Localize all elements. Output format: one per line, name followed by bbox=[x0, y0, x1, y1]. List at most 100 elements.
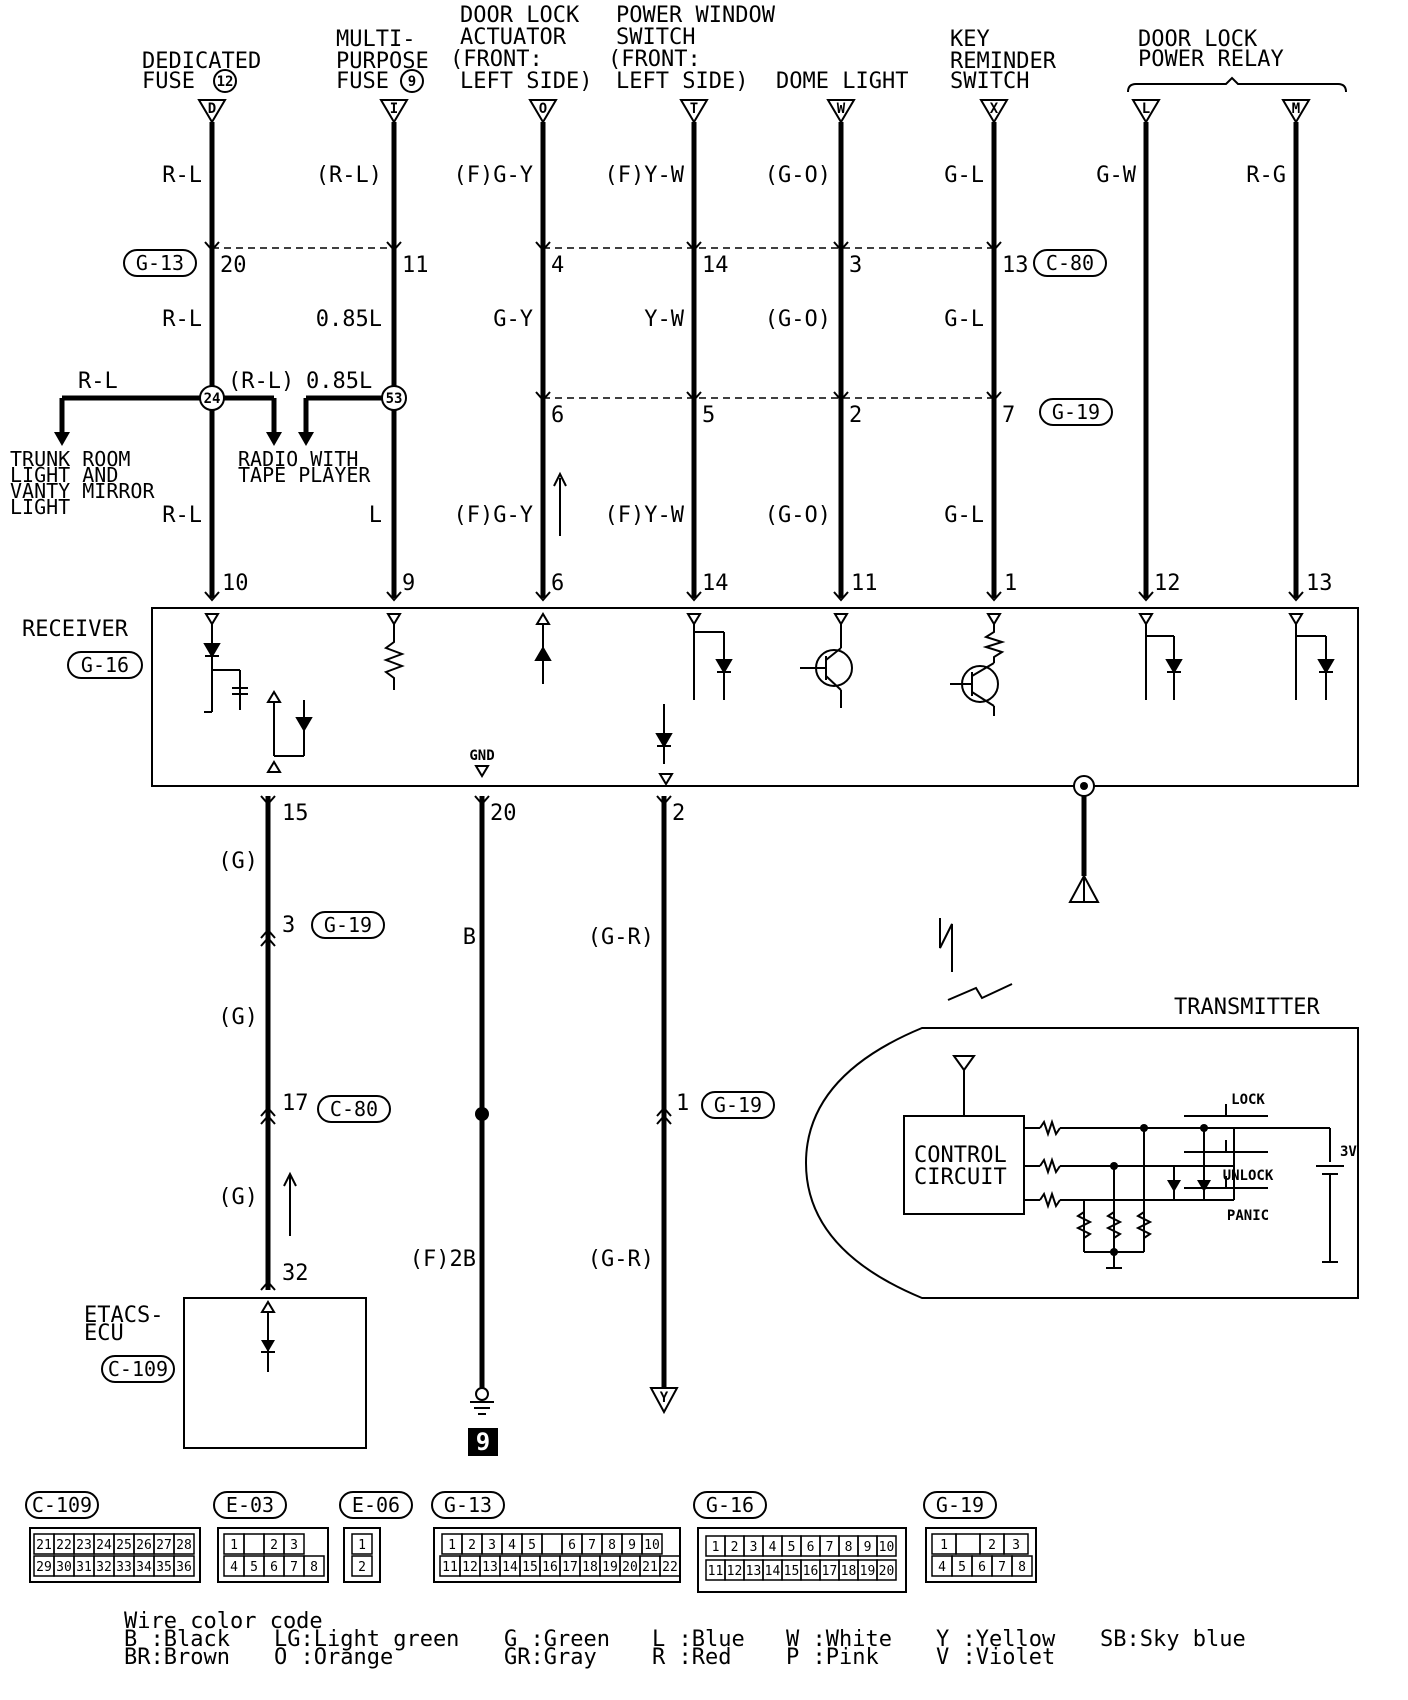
control-label-1: CONTROL bbox=[914, 1143, 1007, 1168]
wire-color: L bbox=[369, 503, 382, 528]
svg-text:Y: Y bbox=[660, 1390, 669, 1406]
top-terminals: D I O T W X L M bbox=[197, 99, 1311, 124]
connector-pin-number: 36 bbox=[176, 1560, 192, 1575]
connector-pin-number: 28 bbox=[176, 1538, 192, 1553]
lock-label: LOCK bbox=[1231, 1092, 1265, 1108]
door-lock-relay-label-1: DOOR LOCK bbox=[1138, 27, 1258, 52]
connector-pin-number: 1 bbox=[448, 1538, 456, 1553]
dome-light-label: DOME LIGHT bbox=[776, 69, 908, 94]
connector-pin-cell bbox=[173, 1533, 195, 1555]
pin-number: 6 bbox=[551, 403, 564, 428]
connector-face-c109 bbox=[29, 1527, 201, 1583]
connector-face-g13 bbox=[433, 1527, 681, 1583]
connector-pin-number: 23 bbox=[76, 1538, 92, 1553]
connector-pin-number: 12 bbox=[727, 1564, 743, 1579]
pin-number: 3 bbox=[849, 253, 862, 278]
connector-pin-number: 16 bbox=[803, 1564, 819, 1579]
connector-tag-g19 bbox=[701, 1091, 775, 1119]
pin-number: 3 bbox=[282, 913, 295, 938]
connector-pin-number: 13 bbox=[482, 1560, 498, 1575]
svg-text:X: X bbox=[990, 101, 999, 117]
wire-color: (G) bbox=[218, 1005, 258, 1030]
connector-pin-number: 14 bbox=[502, 1560, 518, 1575]
connector-pin-number: 31 bbox=[76, 1560, 92, 1575]
arrow-down bbox=[298, 432, 314, 446]
wire-color: (F)Y-W bbox=[605, 163, 685, 188]
wire-color: (G-O) bbox=[765, 163, 831, 188]
power-window-label-3: (FRONT: bbox=[608, 47, 701, 72]
connector-pin-number: 6 bbox=[270, 1560, 278, 1575]
wire-color: (G-R) bbox=[588, 1247, 654, 1272]
connector-pin-number: 33 bbox=[116, 1560, 132, 1575]
connector-pin-number: 24 bbox=[96, 1538, 112, 1553]
trunk-label-2: LIGHT AND bbox=[10, 463, 118, 487]
pin-number: 10 bbox=[222, 571, 249, 596]
connector-pin-number: 19 bbox=[602, 1560, 618, 1575]
dedicated-fuse-label-1: DEDICATED bbox=[142, 49, 261, 74]
trunk-label-3: VANTY MIRROR bbox=[10, 479, 155, 503]
pin-number: 6 bbox=[551, 571, 564, 596]
receiver-box bbox=[151, 607, 1359, 787]
connector-pin-cell bbox=[541, 1533, 563, 1555]
legend-item: GR:Gray bbox=[504, 1645, 597, 1670]
pin-number: 20 bbox=[490, 801, 517, 826]
arrow-down bbox=[266, 432, 282, 446]
connector-pin-number: 1 bbox=[940, 1538, 948, 1553]
connector-tag-g19 bbox=[311, 911, 385, 939]
connector-pin-number: 7 bbox=[290, 1560, 298, 1575]
multi-fuse-label-1: MULTI- bbox=[336, 27, 415, 52]
connector-face-e03 bbox=[217, 1527, 329, 1583]
door-lock-actuator-label-3: (FRONT: bbox=[450, 47, 543, 72]
legend-item: G :Green bbox=[504, 1627, 610, 1652]
connector-pin-number: 4 bbox=[938, 1560, 946, 1575]
etacs-box bbox=[183, 1297, 367, 1449]
connector-pin-number: 15 bbox=[522, 1560, 538, 1575]
connector-face-label: C-109 bbox=[32, 1493, 92, 1517]
terminal-o: O bbox=[528, 99, 558, 124]
top-labels: DEDICATED FUSE 12 MULTI- PURPOSE FUSE 9 … bbox=[142, 3, 1347, 94]
legend-title: Wire color code bbox=[124, 1609, 323, 1634]
gnd-label: GND bbox=[469, 748, 494, 764]
wire-color: (F)G-Y bbox=[454, 163, 533, 188]
connector-pin-number: 17 bbox=[822, 1564, 838, 1579]
connector-pin-number: 2 bbox=[468, 1538, 476, 1553]
door-lock-actuator-label-2: ACTUATOR bbox=[460, 25, 567, 50]
terminal-t: T bbox=[679, 99, 709, 124]
pin-number: 13 bbox=[1002, 253, 1029, 278]
wire-color: (R-L) bbox=[316, 163, 382, 188]
connector-tag-c109 bbox=[101, 1355, 175, 1383]
branch-wire-color: R-L bbox=[78, 369, 118, 394]
multi-fuse-label-3: FUSE bbox=[336, 69, 389, 94]
panic-label: PANIC bbox=[1227, 1208, 1269, 1224]
pin-number: 11 bbox=[402, 253, 429, 278]
svg-text:53: 53 bbox=[386, 391, 403, 407]
connector-pin-number: 1 bbox=[358, 1538, 366, 1553]
legend-item: L :Blue bbox=[652, 1627, 745, 1652]
connector-pin-cell bbox=[1003, 1533, 1029, 1555]
relay-brace bbox=[1127, 76, 1347, 93]
connector-g19: G-19 bbox=[1052, 400, 1100, 424]
connector-pin-number: 10 bbox=[879, 1540, 895, 1555]
transmitter-internals bbox=[952, 1055, 1344, 1269]
wire-color: B bbox=[463, 925, 476, 950]
legend-item: Y :Yellow bbox=[936, 1627, 1056, 1652]
wire-color: R-G bbox=[1246, 163, 1286, 188]
svg-text:I: I bbox=[390, 101, 398, 117]
legend-item: BR:Brown bbox=[124, 1645, 230, 1670]
dedicated-fuse-number: 12 bbox=[217, 74, 234, 90]
connector-pin-number: 4 bbox=[508, 1538, 516, 1553]
terminal-d: D bbox=[197, 99, 227, 124]
connector-face-label: G-19 bbox=[936, 1493, 984, 1517]
connector-pin-number: 3 bbox=[488, 1538, 496, 1553]
connector-pin-number: 18 bbox=[582, 1560, 598, 1575]
legend-item: R :Red bbox=[652, 1645, 731, 1670]
connector-c109: C-109 bbox=[108, 1357, 168, 1381]
wire-colors-row1: R-L (R-L) (F)G-Y (F)Y-W (G-O) G-L G-W R-… bbox=[162, 163, 1286, 188]
wire-color: Y-W bbox=[644, 307, 684, 332]
wire-color: (G) bbox=[218, 1185, 258, 1210]
dedicated-fuse-label-2: FUSE bbox=[142, 69, 195, 94]
connector-pin-number: 2 bbox=[270, 1538, 278, 1553]
